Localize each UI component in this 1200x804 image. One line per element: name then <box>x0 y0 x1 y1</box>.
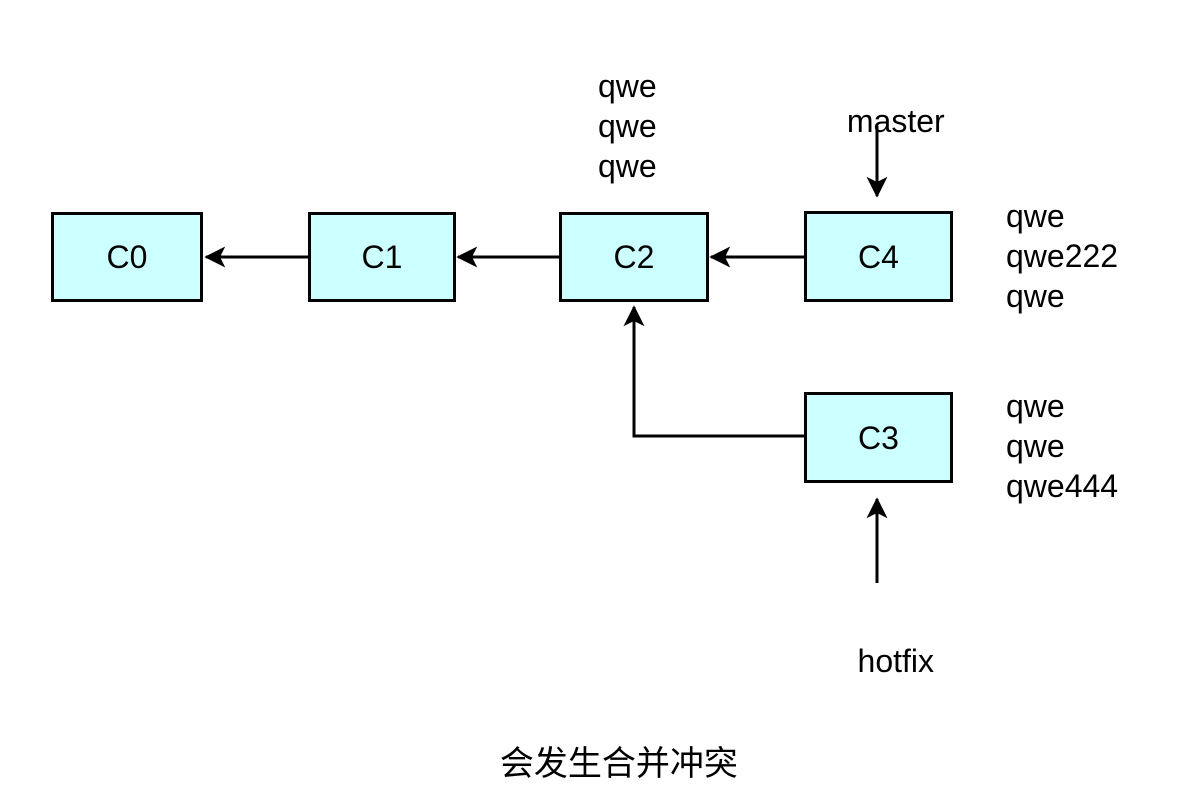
commit-node-c3[interactable]: C3 <box>804 392 953 483</box>
annotation-c4-line-2: qwe222 <box>1006 238 1119 274</box>
annotation-c3-message: qwe qwe qwe444 <box>1006 386 1118 506</box>
commit-label-c0: C0 <box>106 239 148 275</box>
annotation-c3-line-1: qwe <box>1006 388 1065 424</box>
branch-label-master[interactable]: master <box>778 61 978 181</box>
annotation-c2-message: qwe qwe qwe <box>598 66 657 186</box>
annotation-c4-line-1: qwe <box>1006 198 1065 234</box>
edge-c3-to-c2 <box>623 305 804 438</box>
commit-label-c4: C4 <box>858 238 899 275</box>
commit-label-c3: C3 <box>858 419 899 456</box>
commit-node-c0[interactable]: C0 <box>51 212 203 302</box>
annotation-c4-line-3: qwe <box>1006 278 1065 314</box>
annotation-c2-line-1: qwe <box>598 68 657 104</box>
commit-label-c2: C2 <box>613 239 655 275</box>
annotation-c2-line-2: qwe <box>598 108 657 144</box>
diagram-caption: 会发生合并冲突 <box>300 704 900 804</box>
commit-node-c2[interactable]: C2 <box>559 212 709 302</box>
commit-node-c1[interactable]: C1 <box>308 212 456 302</box>
branch-label-hotfix[interactable]: hotfix <box>778 601 978 721</box>
annotation-c2-line-3: qwe <box>598 148 657 184</box>
commit-node-c4[interactable]: C4 <box>804 211 953 302</box>
branch-label-master-text: master <box>846 103 945 139</box>
annotation-c3-line-3: qwe444 <box>1006 468 1119 504</box>
annotation-c3-line-2: qwe <box>1006 428 1065 464</box>
commit-label-c1: C1 <box>361 239 403 275</box>
diagram-caption-text: 会发生合并冲突 <box>499 745 738 783</box>
branch-label-hotfix-text: hotfix <box>857 643 935 679</box>
annotation-c4-message: qwe qwe222 qwe <box>1006 196 1118 316</box>
